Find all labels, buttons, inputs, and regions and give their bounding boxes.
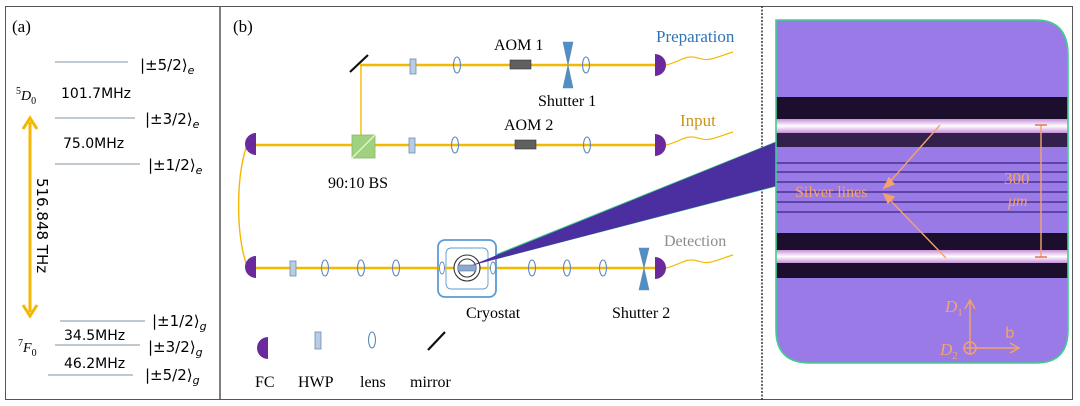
fiber-coupler-icon xyxy=(655,257,666,279)
fiber-coupler-icon xyxy=(245,256,256,278)
level-label-g12: |±1/2⟩g xyxy=(152,312,207,333)
lens-icon xyxy=(320,259,330,277)
transition-arrow xyxy=(21,115,39,319)
splitting-g-2: 46.2MHz xyxy=(64,356,125,372)
aom1-label: AOM 1 xyxy=(494,37,543,54)
panel-a: (a) |±5/2⟩e |±3/2⟩e |±1/2⟩e 101.7MHz 75.… xyxy=(12,17,207,387)
mirror-icon xyxy=(349,54,369,73)
fiber-loop xyxy=(237,147,248,267)
level-label-g32: |±3/2⟩g xyxy=(148,338,203,359)
figure-frame xyxy=(5,6,1073,400)
electrode-lower-shadow xyxy=(776,263,1068,278)
lens-icon xyxy=(391,259,401,277)
legend-mirror-label: mirror xyxy=(410,374,452,391)
annotation-arrow-lower xyxy=(887,197,947,259)
lens-icon xyxy=(450,136,460,154)
legend-hwp-label: HWP xyxy=(298,374,334,391)
hwp-icon xyxy=(409,58,417,75)
micrograph-border xyxy=(775,19,1069,364)
aom1-icon xyxy=(509,59,532,70)
fiber-detection xyxy=(665,254,734,269)
port-input-label: Input xyxy=(680,111,716,130)
legend: FC HWP lens mirror xyxy=(255,331,452,391)
hwp-icon xyxy=(408,137,416,154)
cryostat-label: Cryostat xyxy=(466,305,521,322)
fiber-preparation xyxy=(665,51,734,66)
annotation-arrow-upper xyxy=(887,124,941,185)
zoom-wedge xyxy=(467,141,777,267)
lens-icon xyxy=(581,56,591,74)
excited-manifold-label: 5D0 xyxy=(16,86,36,107)
level-label-e12: |±1/2⟩e xyxy=(148,156,203,177)
axis-d2-label: D2 xyxy=(939,340,958,362)
axis-d1-head xyxy=(964,298,976,310)
level-label-e32: |±3/2⟩e xyxy=(145,110,200,131)
aom2-label: AOM 2 xyxy=(504,117,553,134)
lens-icon xyxy=(598,259,608,277)
zoom-wedge-overlay xyxy=(470,142,776,266)
silver-lines-label: Silver lines xyxy=(795,184,867,201)
electrode-upper-dark xyxy=(776,97,1068,119)
shutter2-label: Shutter 2 xyxy=(612,305,670,322)
lens-icon xyxy=(527,259,537,277)
shutter1-label: Shutter 1 xyxy=(538,93,596,110)
scale-bar-value: 300 xyxy=(1004,169,1030,188)
lens-icon xyxy=(582,136,592,154)
port-detection-label: Detection xyxy=(664,233,726,250)
beam-splitter xyxy=(351,134,376,159)
port-preparation-label: Preparation xyxy=(656,27,735,46)
cryostat-icon xyxy=(437,239,497,298)
axis-d1-label: D1 xyxy=(944,297,963,319)
legend-fc-icon xyxy=(257,337,268,359)
electrode-upper-shadow xyxy=(776,133,1068,147)
fiber-input xyxy=(665,131,734,146)
scale-bar-unit: μm xyxy=(1007,193,1028,210)
aom2-icon xyxy=(514,139,537,150)
level-label-g52: |±5/2⟩g xyxy=(145,366,200,387)
level-label-e52: |±5/2⟩e xyxy=(140,56,195,77)
legend-hwp-icon xyxy=(314,331,322,350)
panel-b-label: (b) xyxy=(233,17,253,36)
legend-lens-label: lens xyxy=(360,374,386,391)
beam-splitter-label: 90:10 BS xyxy=(328,175,388,192)
legend-mirror-icon xyxy=(427,331,446,351)
shutter1-icon xyxy=(562,41,574,89)
fiber-coupler-icon xyxy=(655,54,666,76)
ground-manifold-label: 7F0 xyxy=(18,338,37,359)
legend-fc-label: FC xyxy=(255,374,275,391)
annotation-arrowhead xyxy=(882,176,896,190)
fiber-coupler-icon xyxy=(655,134,666,156)
lens-icon xyxy=(356,259,366,277)
splitting-e-2: 75.0MHz xyxy=(63,136,124,152)
fiber-coupler-icon xyxy=(245,133,256,155)
panel-a-label: (a) xyxy=(12,17,31,36)
hwp-icon xyxy=(289,260,297,277)
panel-b: (b) 90:10 BS xyxy=(233,17,777,391)
transition-frequency-label: 516.848 THz xyxy=(33,178,51,273)
panel-c-micrograph: Silver lines 300 μm D1 D2 b xyxy=(775,19,1069,364)
legend-lens-icon xyxy=(367,331,377,349)
electrode-lower-bright xyxy=(776,250,1068,263)
lens-icon xyxy=(562,259,572,277)
axis-b-head xyxy=(1009,342,1021,354)
splitting-g-1: 34.5MHz xyxy=(64,328,125,344)
shutter2-icon xyxy=(638,247,650,291)
lens-icon xyxy=(452,56,462,74)
splitting-e-1: 101.7MHz xyxy=(61,86,131,102)
electrode-upper-bright xyxy=(776,119,1068,133)
axis-b-label: b xyxy=(1005,324,1015,342)
annotation-arrowhead xyxy=(882,192,896,205)
electrode-lower-dark xyxy=(776,233,1068,250)
